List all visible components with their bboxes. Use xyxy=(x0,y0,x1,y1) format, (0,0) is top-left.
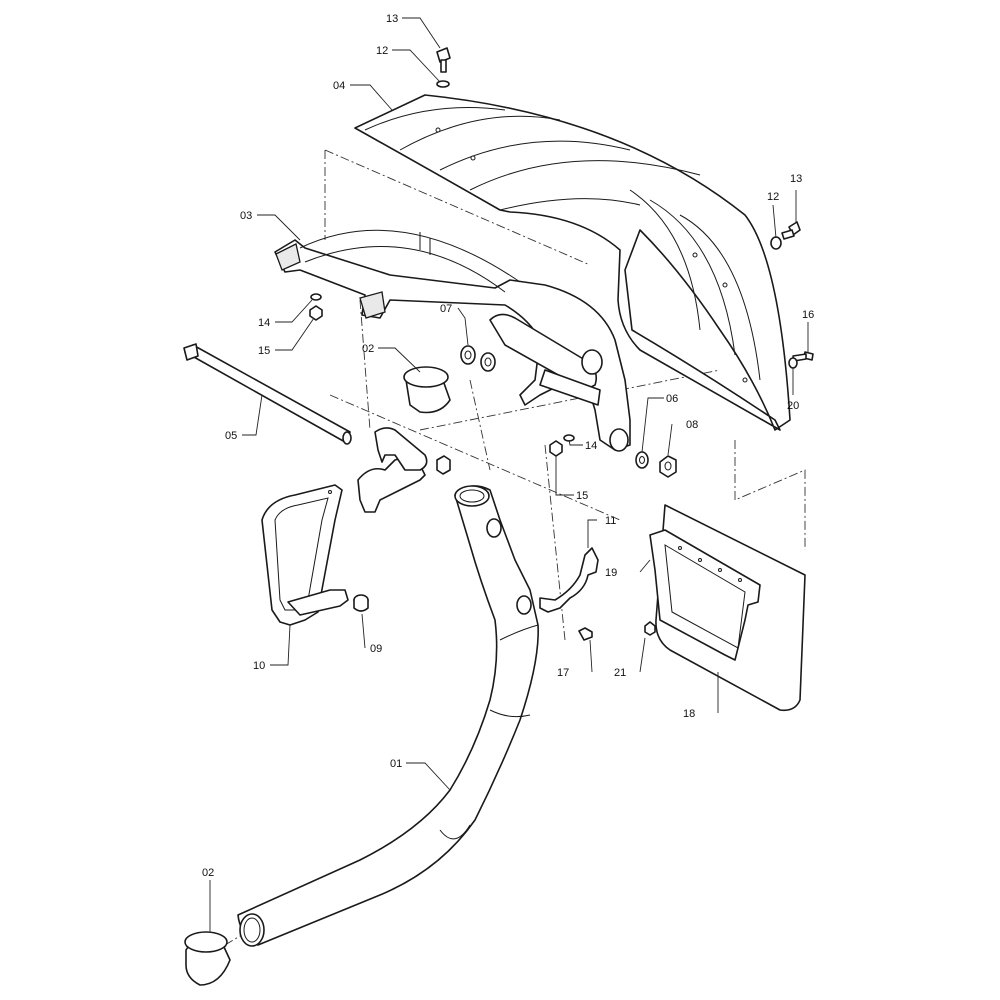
callout-11: 11 xyxy=(605,515,616,527)
callout-03: 03 xyxy=(240,210,252,222)
callout-10: 10 xyxy=(253,660,265,672)
callout-16: 16 xyxy=(802,309,814,321)
callout-12-right: 12 xyxy=(767,191,779,203)
washer-part-06 xyxy=(635,451,649,469)
callout-13-top: 13 xyxy=(386,13,398,25)
callout-15-left: 15 xyxy=(258,345,270,357)
washer-nut-part-14-15 xyxy=(309,293,575,457)
callout-18: 18 xyxy=(683,708,695,720)
axle-bolt-part-05 xyxy=(183,343,352,445)
washer-part-07 xyxy=(460,345,496,372)
callout-15-center: 15 xyxy=(576,490,588,502)
callout-14-center: 14 xyxy=(585,440,597,452)
callout-05: 05 xyxy=(225,430,237,442)
callout-02-lower: 02 xyxy=(202,867,214,879)
callout-08: 08 xyxy=(686,419,698,431)
callout-21: 21 xyxy=(614,667,626,679)
nut-part-21 xyxy=(644,621,656,636)
handle-frame-part-10 xyxy=(261,484,349,626)
end-cap-part-02-upper xyxy=(403,366,451,414)
upper-clamp xyxy=(357,427,451,513)
nut-part-08 xyxy=(659,455,677,478)
callout-19: 19 xyxy=(605,567,617,579)
callout-12-top: 12 xyxy=(376,45,388,57)
end-cap-part-02-lower xyxy=(184,931,231,986)
callout-01: 01 xyxy=(390,758,402,770)
callout-09: 09 xyxy=(370,643,382,655)
flap-bracket-part-19 xyxy=(649,529,761,661)
main-tube-part-01 xyxy=(237,485,539,947)
fender-part-04 xyxy=(354,94,791,431)
bolt-washer-part-13-12-top xyxy=(436,47,814,369)
callout-07: 07 xyxy=(440,303,452,315)
callout-14-left: 14 xyxy=(258,317,270,329)
callout-06: 06 xyxy=(666,393,678,405)
callout-17: 17 xyxy=(557,667,569,679)
callout-13-right: 13 xyxy=(790,173,802,185)
callout-02-upper: 02 xyxy=(362,343,374,355)
lower-clamp-part-11 xyxy=(539,547,599,641)
spacer-part-09 xyxy=(353,594,369,612)
fender-bracket-part-03 xyxy=(274,229,631,452)
callout-labels: 13 12 04 03 14 15 02 05 07 06 08 13 12 1… xyxy=(202,13,814,879)
callout-04: 04 xyxy=(333,80,345,92)
callout-20: 20 xyxy=(787,400,799,412)
leader-lines xyxy=(209,17,809,932)
